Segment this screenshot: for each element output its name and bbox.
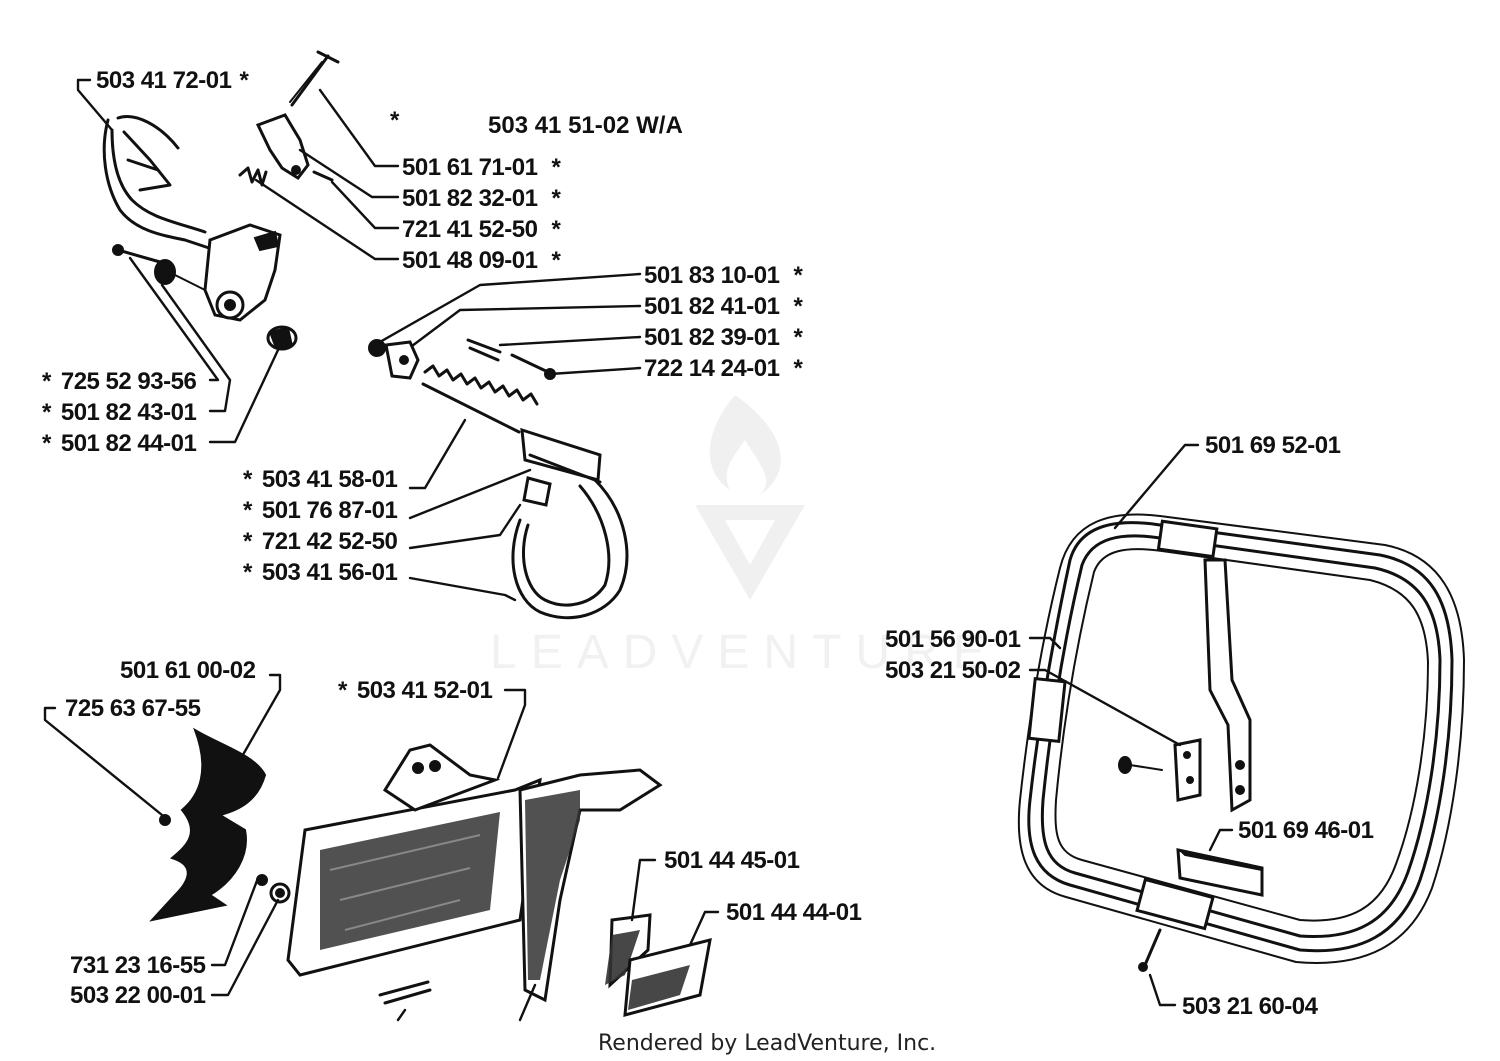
clutch-cover-assembly [149,727,712,1018]
part-label-503-41-58-01: 503 41 58-01 [262,466,398,493]
asterisk: * [390,107,400,134]
svg-text:501 61 71-01*: 501 61 71-01 * [402,154,561,181]
svg-text:*503 41 56-01: * 503 41 56-01 [243,559,397,586]
part-number-labels: 503 41 72-01 * * 503 41 51-02 W/A 501 61 … [42,67,1374,1020]
chain-brake-lever-assembly [102,50,340,351]
asterisk: * [551,247,561,274]
svg-text:*721 42 52-50: * 721 42 52-50 [243,528,397,555]
svg-text:501 82 39-01*: 501 82 39-01 * [644,324,803,351]
asterisk: * [42,368,52,395]
part-label-501-82-43-01: 501 82 43-01 [61,399,197,426]
part-label-503-41-72-01: 503 41 72-01 [96,67,232,94]
part-label-501-69-46-01: 501 69 46-01 [1238,817,1374,844]
asterisk: * [42,399,52,426]
asterisk: * [239,67,249,94]
svg-text:501 82 32-01*: 501 82 32-01 * [402,185,561,212]
part-label-721-42-52-50: 721 42 52-50 [262,528,398,555]
part-label-501-61-71-01: 501 61 71-01 [402,154,538,181]
part-label-722-14-24-01: 722 14 24-01 [644,355,780,382]
front-handle-assembly [1017,513,1465,972]
asterisk: * [551,185,561,212]
asterisk: * [551,216,561,243]
svg-text:501 82 41-01*: 501 82 41-01 * [644,293,803,320]
part-label-503-41-51-02-wa: 503 41 51-02 W/A [488,112,683,139]
svg-text:*503 41 52-01: * 503 41 52-01 [338,677,492,704]
part-label-501-83-10-01: 501 83 10-01 [644,262,780,289]
part-label-725-63-67-55: 725 63 67-55 [65,695,201,722]
part-label-503-21-60-04: 503 21 60-04 [1182,993,1319,1020]
cam-lever [255,113,310,180]
svg-text:*501 82 43-01: * 501 82 43-01 [42,399,196,426]
watermark-text: LEADVENTURE [490,626,999,679]
part-label-501-44-45-01: 501 44 45-01 [664,847,800,874]
part-label-721-41-52-50: 721 41 52-50 [402,216,538,243]
svg-text:*501 82 44-01: * 501 82 44-01 [42,430,196,457]
svg-text:*725 52 93-56: * 725 52 93-56 [42,368,196,395]
part-label-725-52-93-56: 725 52 93-56 [61,368,197,395]
svg-text:722 14 24-01*: 722 14 24-01 * [644,355,803,382]
part-label-501-61-00-02: 501 61 00-02 [120,657,256,684]
asterisk: * [338,677,348,704]
part-label-503-41-52-01: 503 41 52-01 [357,677,493,704]
asterisk: * [42,430,52,457]
part-label-503-21-50-02: 503 21 50-02 [885,657,1021,684]
asterisk: * [793,355,803,382]
asterisk: * [793,293,803,320]
part-label-501-82-32-01: 501 82 32-01 [402,185,538,212]
asterisk: * [243,559,253,586]
part-label-501-76-87-01: 501 76 87-01 [262,497,398,524]
leader-lines [43,78,1234,1022]
part-label-501-48-09-01: 501 48 09-01 [402,247,538,274]
asterisk: * [793,324,803,351]
svg-text:501 48 09-01*: 501 48 09-01 * [402,247,561,274]
leadventure-watermark-logo: LEADVENTURE [490,395,999,679]
svg-text:503 41 72-01*: 503 41 72-01 * [96,67,249,94]
part-label-503-22-00-01: 503 22 00-01 [70,982,206,1009]
asterisk: * [243,466,253,493]
part-label-501-82-44-01: 501 82 44-01 [61,430,197,457]
bumper-spike [149,727,267,922]
part-label-731-23-16-55: 731 23 16-55 [70,952,206,979]
svg-text:*501 76 87-01: * 501 76 87-01 [243,497,397,524]
asterisk: * [243,497,253,524]
brake-band-spring-assembly [368,338,629,620]
asterisk: * [243,528,253,555]
svg-text:501 83 10-01*: 501 83 10-01 * [644,262,803,289]
part-label-501-44-44-01: 501 44 44-01 [726,899,862,926]
asterisk: * [793,262,803,289]
part-label-501-69-52-01: 501 69 52-01 [1205,432,1341,459]
part-label-503-41-56-01: 503 41 56-01 [262,559,398,586]
part-label-501-82-41-01: 501 82 41-01 [644,293,780,320]
svg-text:721 41 52-50*: 721 41 52-50 * [402,216,561,243]
part-label-501-56-90-01: 501 56 90-01 [885,626,1021,653]
asterisk: * [551,154,561,181]
svg-text:*503 41 58-01: * 503 41 58-01 [243,466,397,493]
part-label-501-82-39-01: 501 82 39-01 [644,324,780,351]
rendered-by-footer: Rendered by LeadVenture, Inc. [598,1031,936,1056]
